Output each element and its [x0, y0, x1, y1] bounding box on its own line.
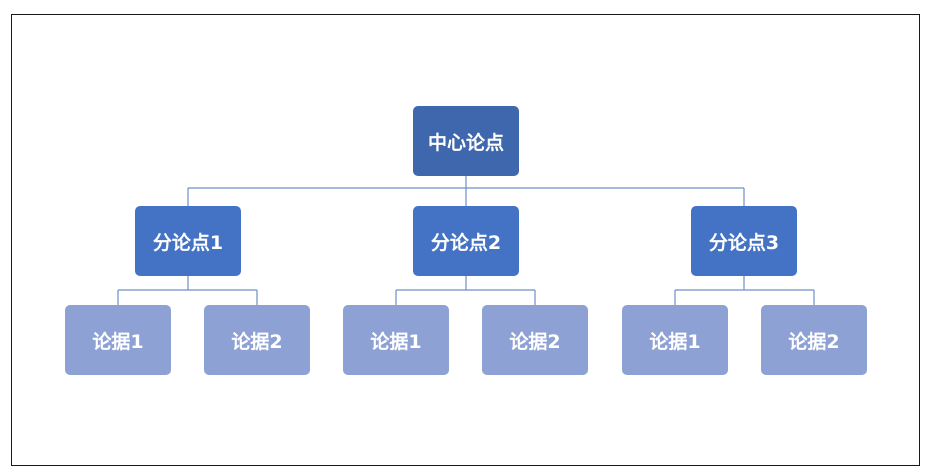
central-thesis-node: 中心论点 — [413, 106, 519, 176]
sub-thesis-1-node: 分论点1 — [135, 206, 241, 276]
sub-thesis-2-node: 分论点2 — [413, 206, 519, 276]
sub-thesis-3-node: 分论点3 — [691, 206, 797, 276]
branch1-evidence-1-node: 论据1 — [65, 305, 171, 375]
branch2-evidence-1-node: 论据1 — [343, 305, 449, 375]
branch3-evidence-1-node: 论据1 — [622, 305, 728, 375]
branch1-evidence-2-node: 论据2 — [204, 305, 310, 375]
branch3-evidence-2-node: 论据2 — [761, 305, 867, 375]
branch2-evidence-2-node: 论据2 — [482, 305, 588, 375]
